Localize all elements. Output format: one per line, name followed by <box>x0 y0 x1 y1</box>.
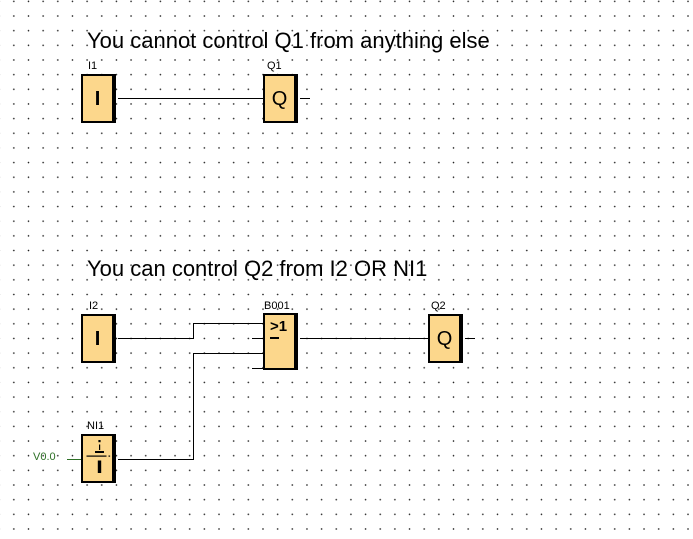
wire-i2-riser[interactable] <box>193 323 194 339</box>
block-i1[interactable]: I <box>81 74 116 123</box>
network-input-icon <box>86 440 114 473</box>
block-label-i2: I2 <box>89 300 99 312</box>
input-symbol: I <box>94 87 101 110</box>
network-address-label: V0.0 <box>33 451 56 463</box>
wire-i2-out[interactable] <box>118 338 194 339</box>
block-ni1[interactable] <box>81 434 116 483</box>
network-address-connector <box>67 459 81 460</box>
wire-ni1-b001-in3[interactable] <box>193 353 263 354</box>
block-label-i1: I1 <box>88 60 98 72</box>
b001-input2-stub <box>252 338 263 339</box>
b001-input4-stub <box>252 368 263 369</box>
wire-i2-b001-in1[interactable] <box>193 323 263 324</box>
block-b001-or[interactable]: >1 <box>263 313 298 370</box>
wire-ni1-out[interactable] <box>118 459 194 460</box>
block-label-ni1: NI1 <box>87 420 105 432</box>
output-symbol: Q <box>271 87 288 110</box>
wire-q1-output-stub <box>300 98 310 99</box>
or-gate-symbol: >1 <box>270 318 287 339</box>
output-symbol: Q <box>436 327 453 350</box>
comment-text-1[interactable]: You cannot control Q1 from anything else <box>87 28 490 53</box>
wire-ni1-riser[interactable] <box>193 353 194 460</box>
block-q2[interactable]: Q <box>428 314 463 363</box>
wire-i1-q1[interactable] <box>118 98 263 99</box>
input-symbol: I <box>94 327 101 350</box>
block-q1[interactable]: Q <box>263 74 298 123</box>
block-label-q2: Q2 <box>431 300 446 312</box>
wire-b001-q2[interactable] <box>300 338 428 339</box>
block-label-b001: B001 <box>264 300 290 312</box>
wire-q2-output-stub <box>465 338 475 339</box>
block-i2[interactable]: I <box>81 314 116 363</box>
block-label-q1: Q1 <box>267 60 282 72</box>
comment-text-2[interactable]: You can control Q2 from I2 OR NI1 <box>87 256 428 281</box>
